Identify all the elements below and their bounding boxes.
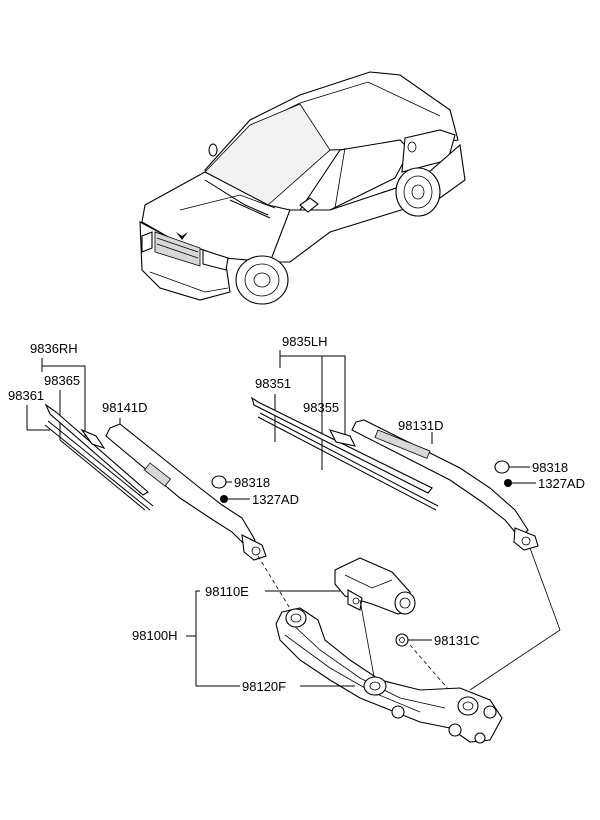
- callout-98355: 98355: [303, 400, 339, 415]
- callout-98318-lh: 98318: [532, 460, 568, 475]
- callout-98365: 98365: [44, 373, 80, 388]
- callout-98131c: 98131C: [434, 633, 480, 648]
- callout-98110e: 98110E: [205, 584, 249, 599]
- callout-9836rh: 9836RH: [30, 341, 78, 356]
- callout-98361: 98361: [8, 388, 44, 403]
- callout-98100h: 98100H: [132, 628, 178, 643]
- callout-1327ad-lh: 1327AD: [538, 476, 585, 491]
- callout-9835lh: 9835LH: [282, 334, 328, 349]
- callout-1327ad-rh: 1327AD: [252, 492, 299, 507]
- callout-98141d: 98141D: [102, 400, 148, 415]
- car-illustration: [139, 71, 466, 305]
- callout-98131d: 98131D: [398, 418, 444, 433]
- lh-wiper-group: 9835LH 98351 98355 98131D 98318 1327AD: [251, 334, 585, 551]
- callout-98351: 98351: [255, 376, 291, 391]
- rh-wiper-group: 9836RH 98365 98361 98141D 98318 1327AD: [8, 341, 299, 561]
- callout-98318-rh: 98318: [234, 475, 270, 490]
- callout-98120f: 98120F: [242, 679, 286, 694]
- linkage-motor-group: 98131C 98110E 98100H 98120F: [132, 547, 561, 744]
